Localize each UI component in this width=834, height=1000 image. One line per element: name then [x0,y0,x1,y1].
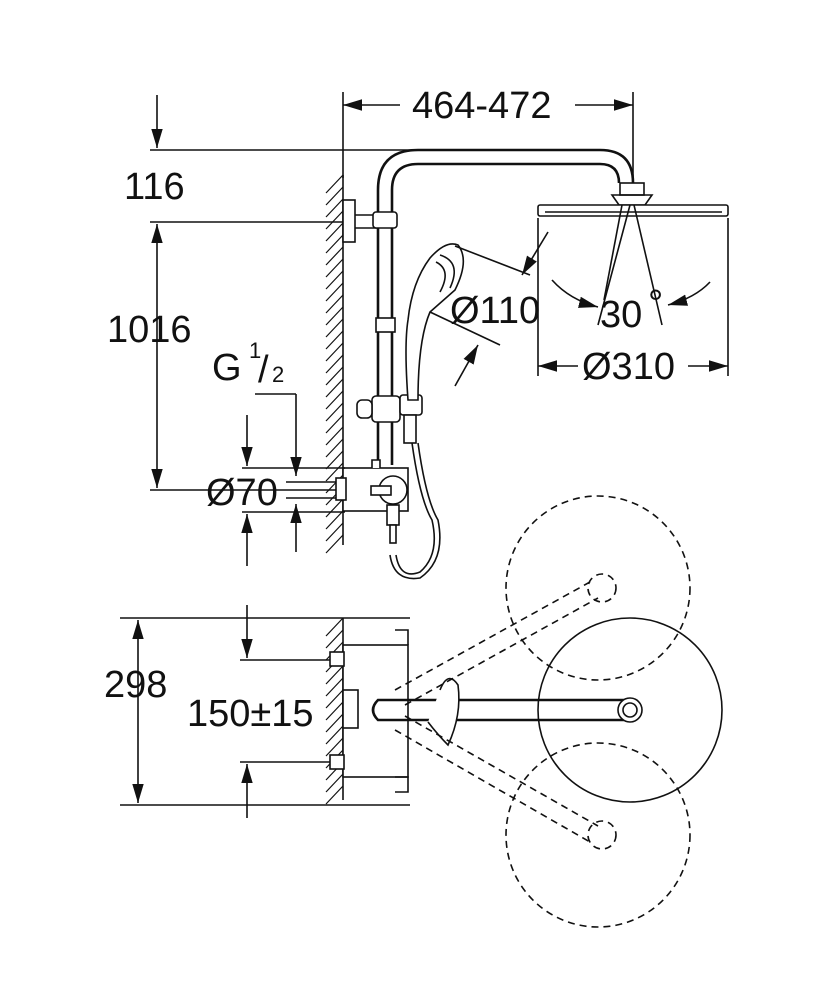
hatch-line [325,641,344,661]
hand-shower [405,243,465,401]
hatch-line [325,725,344,745]
hatch-line [325,294,344,314]
angle-label: 30 [600,294,642,336]
hatch-line [325,366,344,386]
hatch-line [325,210,344,230]
thread-main-label: G [212,347,242,389]
thread-numerator: 1 [249,338,261,363]
hatch-line [325,701,344,721]
thread-denominator: 2 [272,362,284,387]
hatch-line [325,378,344,398]
width-range-label: 464-472 [412,85,551,127]
hatch-line [325,354,344,374]
mixer-valve [335,459,409,544]
hatch-line [325,258,344,278]
hatch-line [325,773,344,793]
hatch-line [325,785,344,805]
hatch-line [325,342,344,362]
hatch-line [325,330,344,350]
height-label: 1016 [107,309,192,351]
hatch-line [325,689,344,709]
hatch-line [325,665,344,685]
hatch-line [325,414,344,434]
hatch-line [325,402,344,422]
connection-dia-label: Ø70 [206,472,278,514]
hatch-line [325,270,344,290]
head-shower-dia-label: Ø310 [582,346,675,388]
hatch-line [325,234,344,254]
hatch-line [325,246,344,266]
hatch-line [325,510,344,530]
hatch-line [325,282,344,302]
hatch-line [325,522,344,542]
angle-unit-label: ° [648,283,663,325]
top-offset-label: 116 [124,166,185,208]
hatch-line [325,198,344,218]
hatch-line [325,737,344,757]
hatch-line [325,306,344,326]
hatch-line [325,534,344,554]
hatch-line [325,426,344,446]
spacing-label: 150±15 [187,693,314,735]
hatch-line [325,186,344,206]
hatch-line [325,390,344,410]
hatch-line [325,629,344,649]
depth-label: 298 [104,664,167,706]
side-elevation-view: 464-472 116 1016 G 1 / 2 Ø70 Ø110 30 ° Ø… [107,85,729,580]
hatch-line [325,438,344,458]
hatch-line [325,617,344,637]
hatch-line [325,222,344,242]
hatch-line [325,318,344,338]
hatch-line [325,450,344,470]
hatch-line [325,174,344,194]
hatch-line [325,498,344,518]
hatch-line [325,713,344,733]
hatch-line [325,462,344,482]
plan-view: 298 150±15 [104,495,723,928]
thread-slash: / [258,349,269,391]
hatch-line [325,677,344,697]
hand-shower-dia-label: Ø110 [450,290,540,332]
